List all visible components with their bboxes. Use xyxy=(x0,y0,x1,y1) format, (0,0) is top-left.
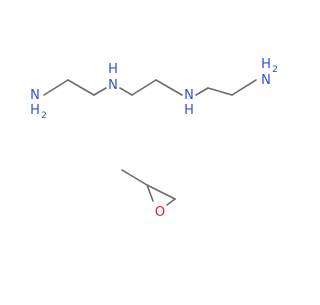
bond xyxy=(43,79,69,96)
atom-label-H: H xyxy=(261,57,271,72)
bond xyxy=(119,87,133,96)
bond xyxy=(131,79,157,96)
bond-group-2 xyxy=(121,169,176,206)
bond xyxy=(231,79,257,96)
atom-label-N: N xyxy=(184,88,194,103)
bond xyxy=(146,184,176,200)
atom-label-subscript: 2 xyxy=(272,65,278,75)
bond xyxy=(207,87,233,96)
bond xyxy=(93,87,107,96)
molecule-triethylenetetramine: N H 2 H N N H H 2 N xyxy=(30,57,278,121)
atom-amine-right: H 2 N xyxy=(261,57,278,88)
bond xyxy=(166,198,176,206)
atom-label-O: O xyxy=(155,205,165,220)
atom-label-subscript: 2 xyxy=(41,111,47,121)
molecule-methyloxirane: O xyxy=(121,169,176,220)
atom-label-N: N xyxy=(108,78,118,93)
bond xyxy=(121,169,148,186)
atom-label-H: H xyxy=(30,103,40,118)
chemical-structures: N H 2 H N N H H 2 N xyxy=(30,57,278,220)
bond xyxy=(67,79,95,96)
bond xyxy=(155,79,183,96)
atom-secondary-amine-2: N H xyxy=(184,88,194,118)
atom-label-H: H xyxy=(108,62,118,77)
atom-secondary-amine-1: H N xyxy=(108,62,118,93)
structure-canvas: N H 2 H N N H H 2 N xyxy=(30,57,278,220)
atom-label-H: H xyxy=(184,103,194,118)
bond xyxy=(195,87,209,96)
bond xyxy=(146,184,154,202)
bond-group-1 xyxy=(43,79,257,96)
atom-label-N: N xyxy=(261,73,271,88)
atom-epoxide-oxygen: O xyxy=(155,205,165,220)
atom-amine-left: N H 2 xyxy=(30,88,47,121)
atom-label-N: N xyxy=(30,88,40,103)
